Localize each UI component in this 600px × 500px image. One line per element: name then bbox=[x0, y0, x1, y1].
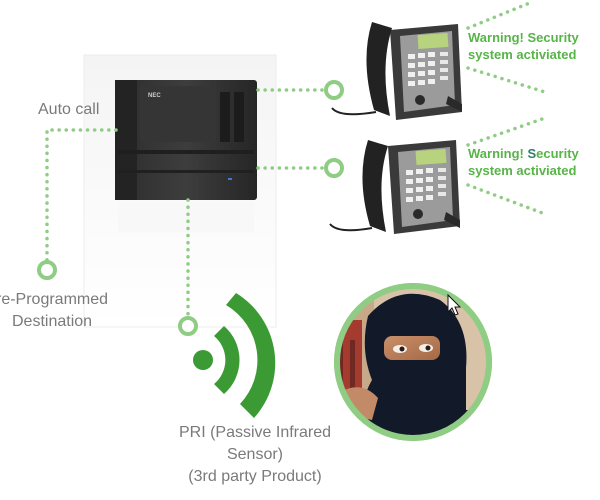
signal-line-1 bbox=[466, 0, 534, 30]
destination-label: re-Programmed Destination bbox=[0, 289, 108, 333]
node-phone-top bbox=[324, 80, 344, 100]
signal-dot bbox=[193, 350, 213, 370]
connection-nodes bbox=[37, 80, 344, 336]
mouse-pointer-icon bbox=[447, 293, 462, 316]
signal-arc-small bbox=[214, 326, 240, 394]
warning-message-bottom: Warning! Security system activiated bbox=[468, 145, 579, 179]
signal-arc-large bbox=[226, 293, 276, 418]
warning-message-top: Warning! Security system activiated bbox=[468, 29, 579, 63]
signal-line-2 bbox=[466, 66, 547, 94]
destination-label-line1: re-Programmed bbox=[0, 291, 109, 308]
warning-top-line2: system activiated bbox=[468, 47, 577, 62]
desk-phone-icon bbox=[331, 22, 462, 120]
sensor-label-line2: Sensor) bbox=[226, 446, 284, 463]
wireless-signal-icon bbox=[193, 293, 276, 418]
warning-bottom-line1: Warning! Security bbox=[468, 146, 579, 161]
sensor-label-line3: (3rd party Product) bbox=[188, 468, 322, 485]
node-sensor bbox=[178, 316, 198, 336]
warning-top-line1: Warning! Security bbox=[468, 30, 579, 45]
sensor-label: PRI (Passive Infrared Sensor) (3rd party… bbox=[160, 422, 350, 488]
sensor-label-line1: PRI (Passive Infrared bbox=[178, 424, 332, 441]
auto-call-label: Auto call bbox=[38, 101, 100, 118]
destination-label-line2: Destination bbox=[12, 313, 93, 330]
pbx-unit-icon: NEC bbox=[115, 80, 257, 232]
dotted-connectors bbox=[45, 0, 547, 320]
connector-autocall bbox=[45, 128, 118, 264]
warning-bottom-line2: system activiated bbox=[468, 163, 577, 178]
signal-line-4 bbox=[466, 183, 547, 216]
brand-logo: NEC bbox=[148, 93, 161, 99]
node-destination bbox=[37, 260, 57, 280]
intruder-photo-icon bbox=[334, 283, 492, 441]
desk-phone-icon bbox=[329, 140, 460, 234]
signal-line-3 bbox=[466, 116, 547, 147]
node-phone-bottom bbox=[324, 158, 344, 178]
